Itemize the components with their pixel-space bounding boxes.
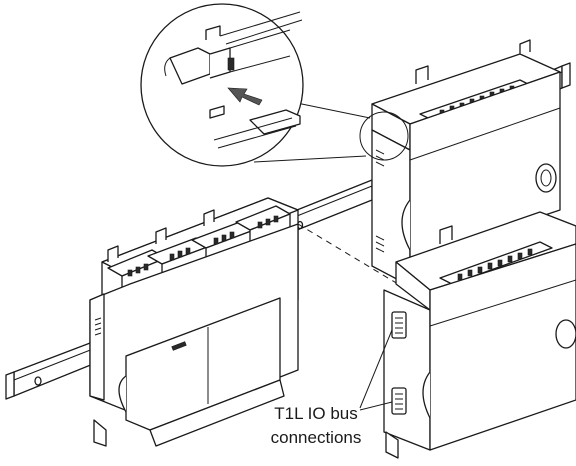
io-bus-connector-lower <box>391 387 407 415</box>
terminal-screws-left <box>127 215 279 277</box>
io-bus-callout: T1L IO bus connections <box>271 329 393 447</box>
vent-slots-top <box>375 149 385 253</box>
callout-label-line1: T1L IO bus <box>274 404 357 423</box>
detail-latch-drawing <box>164 11 303 149</box>
io-bus-connector-upper <box>391 311 407 339</box>
detail-magnifier <box>140 3 409 167</box>
callout-label-line2: connections <box>271 428 362 447</box>
io-module-top-right <box>371 39 561 287</box>
detail-circle <box>140 3 304 167</box>
push-arrow <box>227 87 263 106</box>
io-module-bottom-right <box>383 211 576 459</box>
vent-slots-left <box>94 317 102 336</box>
terminal-screws-bottom <box>457 248 533 281</box>
io-module-left <box>89 197 299 447</box>
detail-source-circle <box>359 111 409 161</box>
